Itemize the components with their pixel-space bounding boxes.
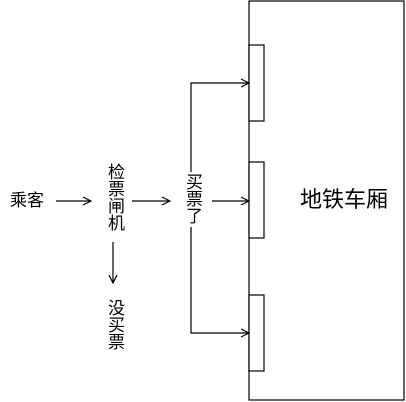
not-bought-label: 没买票	[104, 299, 124, 350]
gate-label: 检票闸机	[104, 163, 124, 231]
arrow-bought-to-top-door	[190, 83, 249, 172]
carriage-box	[248, 0, 405, 401]
carriage-label: 地铁车厢	[300, 188, 389, 213]
carriage-door-bottom	[248, 294, 265, 372]
carriage-door-top	[248, 44, 265, 122]
arrow-bought-to-bottom-door	[190, 227, 249, 333]
passenger-label: 乘客	[10, 191, 44, 211]
bought-label: 买票了	[182, 173, 202, 224]
carriage-door-middle	[248, 161, 265, 239]
